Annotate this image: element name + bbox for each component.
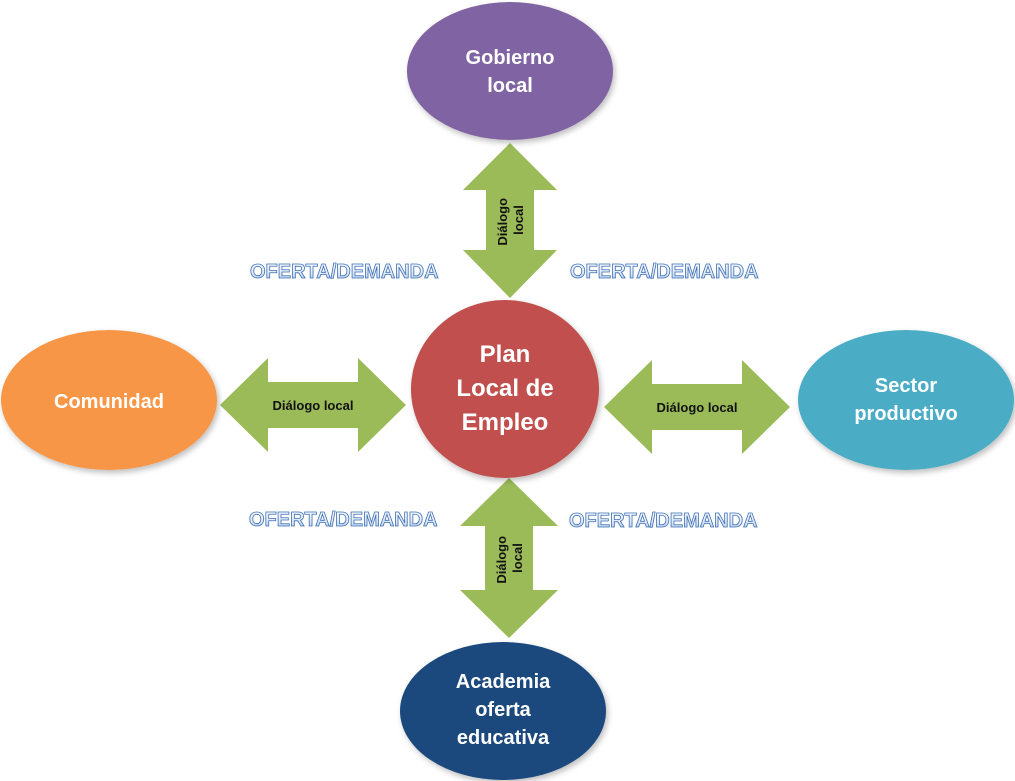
label-oferta-demanda-bottom-right: OFERTA/DEMANDA — [569, 510, 758, 532]
node-plan-line-2: Local de — [456, 375, 553, 402]
node-academia-line-1: Academia — [456, 671, 551, 693]
node-plan-line-3: Empleo — [462, 409, 549, 436]
arrow-top — [463, 143, 557, 298]
node-sector-line-2: productivo — [854, 403, 957, 425]
arrow-top-label: Diálogo local — [495, 194, 526, 245]
arrow-bottom — [460, 478, 558, 638]
arrow-bottom-label: Diálogo local — [494, 532, 525, 583]
label-oferta-demanda-top-left: OFERTA/DEMANDA — [250, 261, 439, 283]
node-plan-local-de-empleo: Plan Local de Empleo — [411, 300, 599, 478]
arrow-right-label: Diálogo local — [657, 400, 738, 415]
node-gobierno-local-line-2: local — [487, 75, 533, 97]
arrow-left-label: Diálogo local — [273, 398, 354, 413]
node-comunidad: Comunidad — [1, 330, 217, 470]
node-plan-line-1: Plan — [480, 341, 531, 368]
node-academia-line-2: oferta — [475, 699, 531, 721]
node-academia-line-3: educativa — [457, 727, 550, 749]
arrow-left — [220, 358, 406, 452]
node-sector-productivo: Sector productivo — [798, 330, 1014, 470]
arrow-right — [604, 360, 790, 454]
label-oferta-demanda-top-right: OFERTA/DEMANDA — [570, 261, 759, 283]
node-gobierno-local: Gobierno local — [407, 2, 613, 140]
label-oferta-demanda-bottom-left: OFERTA/DEMANDA — [249, 509, 438, 531]
node-sector-line-1: Sector — [875, 375, 937, 397]
node-comunidad-line-1: Comunidad — [54, 391, 164, 413]
node-academia-oferta-educativa: Academia oferta educativa — [400, 642, 606, 780]
node-gobierno-local-line-1: Gobierno — [466, 47, 555, 69]
